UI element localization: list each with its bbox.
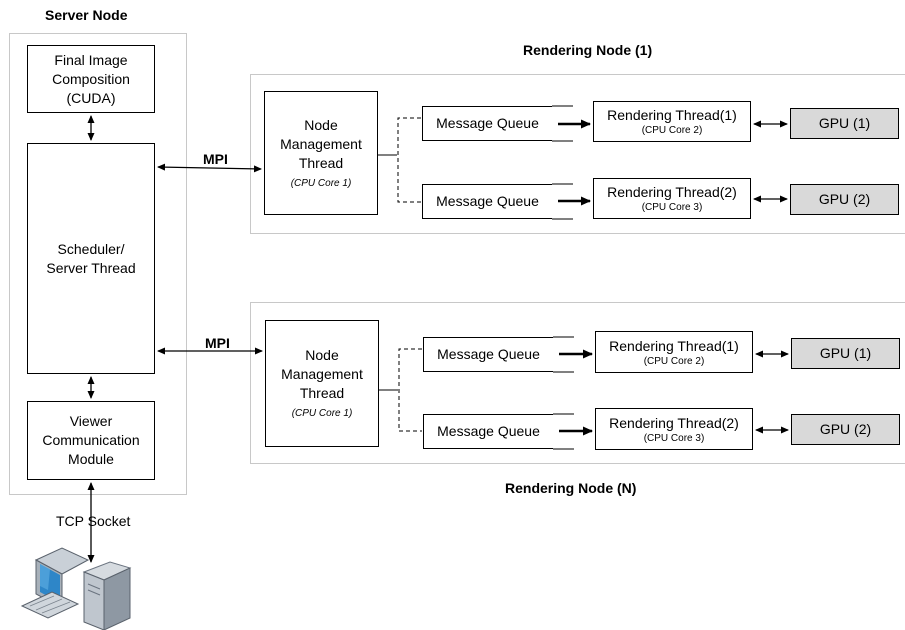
node-1-message-queue-1: Message Queue [422, 106, 552, 141]
mpi-label-node-n: MPI [205, 335, 230, 351]
node-1-rendering-thread-1-box: Rendering Thread(1) (CPU Core 2) [593, 101, 751, 142]
node-n-gpu-1-box: GPU (1) [791, 338, 900, 369]
node-1-gpu-1-box: GPU (1) [790, 108, 899, 139]
mpi-arrow-node-1 [157, 163, 262, 173]
node-1-rendering-thread-2-box: Rendering Thread(2) (CPU Core 3) [593, 178, 751, 219]
desktop-computer-icon [20, 547, 132, 630]
node-n-message-queue-2: Message Queue [423, 414, 553, 449]
node-n-message-queue-1: Message Queue [423, 337, 553, 372]
final-image-composition-box: Final Image Composition (CUDA) [27, 45, 155, 113]
node-1-management-thread-box: Node Management Thread (CPU Core 1) [264, 91, 378, 215]
node-n-management-thread-box: Node Management Thread (CPU Core 1) [265, 320, 379, 447]
node-n-fanout [379, 348, 422, 432]
node-1-fanout [378, 117, 421, 203]
rendering-node-n-title: Rendering Node (N) [505, 480, 637, 496]
scheduler-server-thread-box: Scheduler/ Server Thread [27, 143, 155, 374]
node-n-gpu-2-box: GPU (2) [791, 414, 900, 445]
server-node-title: Server Node [45, 7, 128, 23]
node-n-rendering-thread-1-box: Rendering Thread(1) (CPU Core 2) [595, 331, 753, 373]
node-1-gpu-2-box: GPU (2) [790, 184, 899, 215]
viewer-communication-module-box: Viewer Communication Module [27, 401, 155, 480]
node-1-message-queue-2: Message Queue [422, 184, 552, 219]
node-n-rendering-thread-2-box: Rendering Thread(2) (CPU Core 3) [595, 408, 753, 450]
rendering-node-1-title: Rendering Node (1) [523, 42, 653, 58]
mpi-label-node-1: MPI [203, 151, 228, 167]
